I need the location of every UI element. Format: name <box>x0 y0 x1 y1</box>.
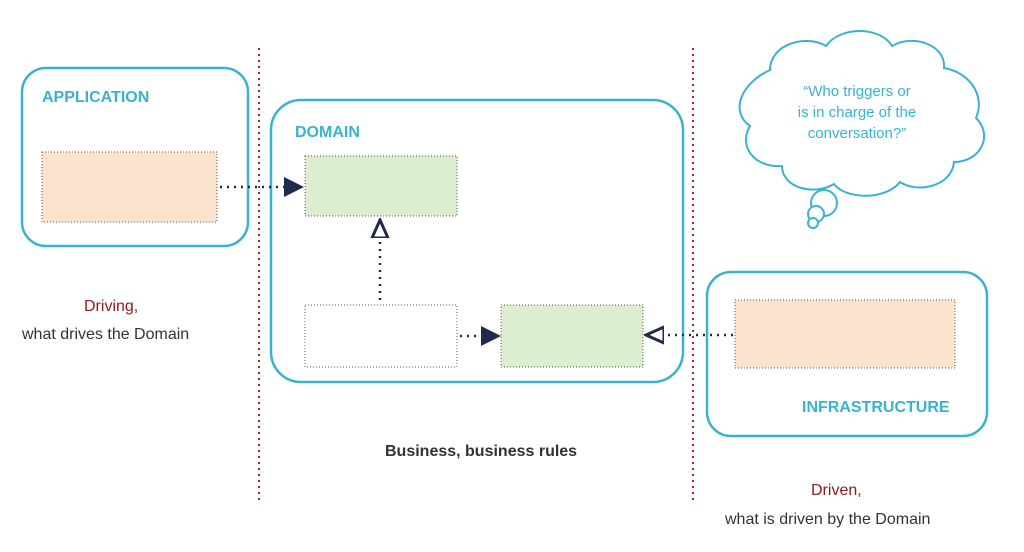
domain-port-top <box>304 155 458 217</box>
thought-cloud-outline <box>738 30 986 197</box>
cloud-question-line-3: conversation?” <box>807 125 907 142</box>
application-title: APPLICATION <box>42 89 150 106</box>
domain-title: DOMAIN <box>295 124 360 141</box>
thought-bubble-small <box>807 217 819 229</box>
thought-cloud <box>738 30 986 229</box>
infrastructure-title: INFRASTRUCTURE <box>802 399 950 416</box>
business-caption: Business, business rules <box>385 443 578 460</box>
driving-heading: Driving, <box>84 298 139 315</box>
cloud-question-line-2: is in charge of the <box>797 104 917 121</box>
cloud-question-line-1: “Who triggers or <box>803 83 911 100</box>
driven-heading: Driven, <box>811 482 862 499</box>
cloud-question: “Who triggers or is in charge of the con… <box>772 81 942 144</box>
domain-core-box <box>304 304 458 368</box>
domain-port-bottom <box>500 304 644 368</box>
driven-caption: what is driven by the Domain <box>725 511 931 528</box>
infrastructure-adapter-box <box>734 299 956 369</box>
application-adapter-box <box>41 151 218 223</box>
driving-caption: what drives the Domain <box>22 326 190 343</box>
